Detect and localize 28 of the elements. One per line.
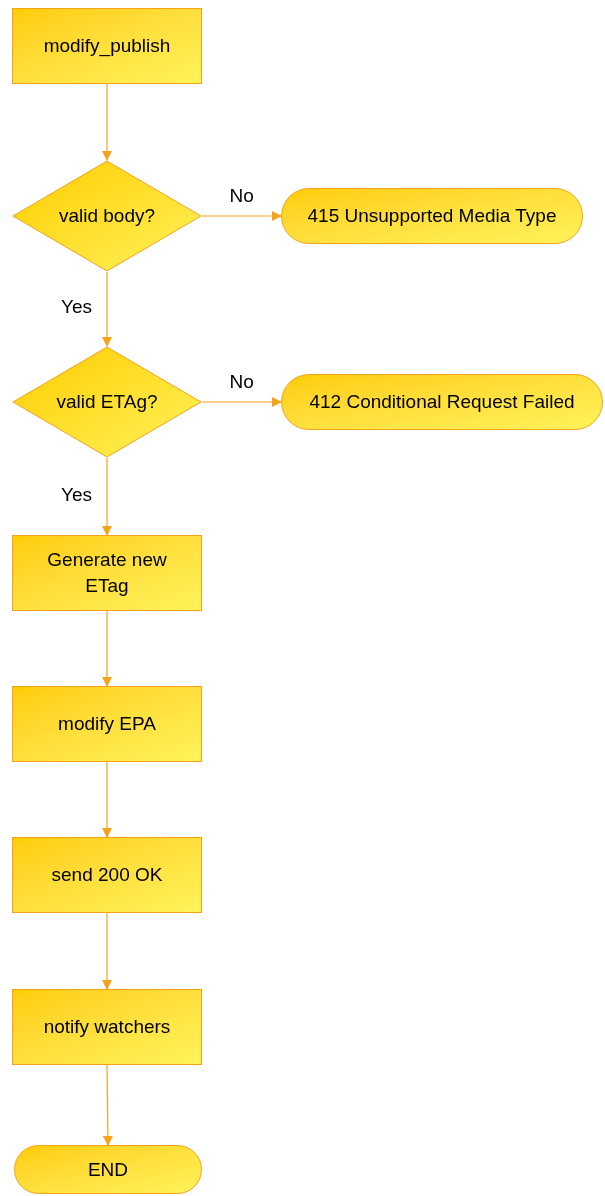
node-label: 412 Conditional Request Failed bbox=[309, 390, 575, 414]
arrow bbox=[102, 457, 112, 536]
node-label: notify watchers bbox=[43, 1015, 171, 1039]
node-label: send 200 OK bbox=[51, 863, 163, 887]
node-label: modify EPA bbox=[58, 712, 156, 736]
terminal-shape bbox=[281, 188, 583, 244]
arrow bbox=[102, 761, 112, 838]
edge-label: Yes bbox=[59, 297, 94, 316]
arrow bbox=[201, 211, 282, 221]
process-box bbox=[12, 8, 202, 84]
process-box bbox=[12, 686, 202, 762]
process-box bbox=[12, 535, 202, 611]
node-label: modify_publish bbox=[43, 34, 171, 59]
arrow bbox=[102, 1064, 113, 1146]
arrow bbox=[201, 397, 282, 407]
terminal-shape bbox=[14, 1145, 202, 1194]
node-label: 415 Unsupported Media Type bbox=[307, 204, 557, 228]
arrow bbox=[102, 271, 112, 347]
process-box bbox=[12, 989, 202, 1065]
arrow bbox=[102, 610, 112, 687]
node-label: Generate new ETag bbox=[46, 548, 168, 598]
node-label: END bbox=[87, 1157, 129, 1182]
arrow bbox=[102, 83, 112, 161]
terminal-shape bbox=[281, 374, 603, 430]
node-label: valid ETAg? bbox=[56, 390, 158, 414]
arrow bbox=[102, 912, 112, 990]
process-box bbox=[12, 837, 202, 913]
node-label: valid body? bbox=[58, 204, 156, 228]
